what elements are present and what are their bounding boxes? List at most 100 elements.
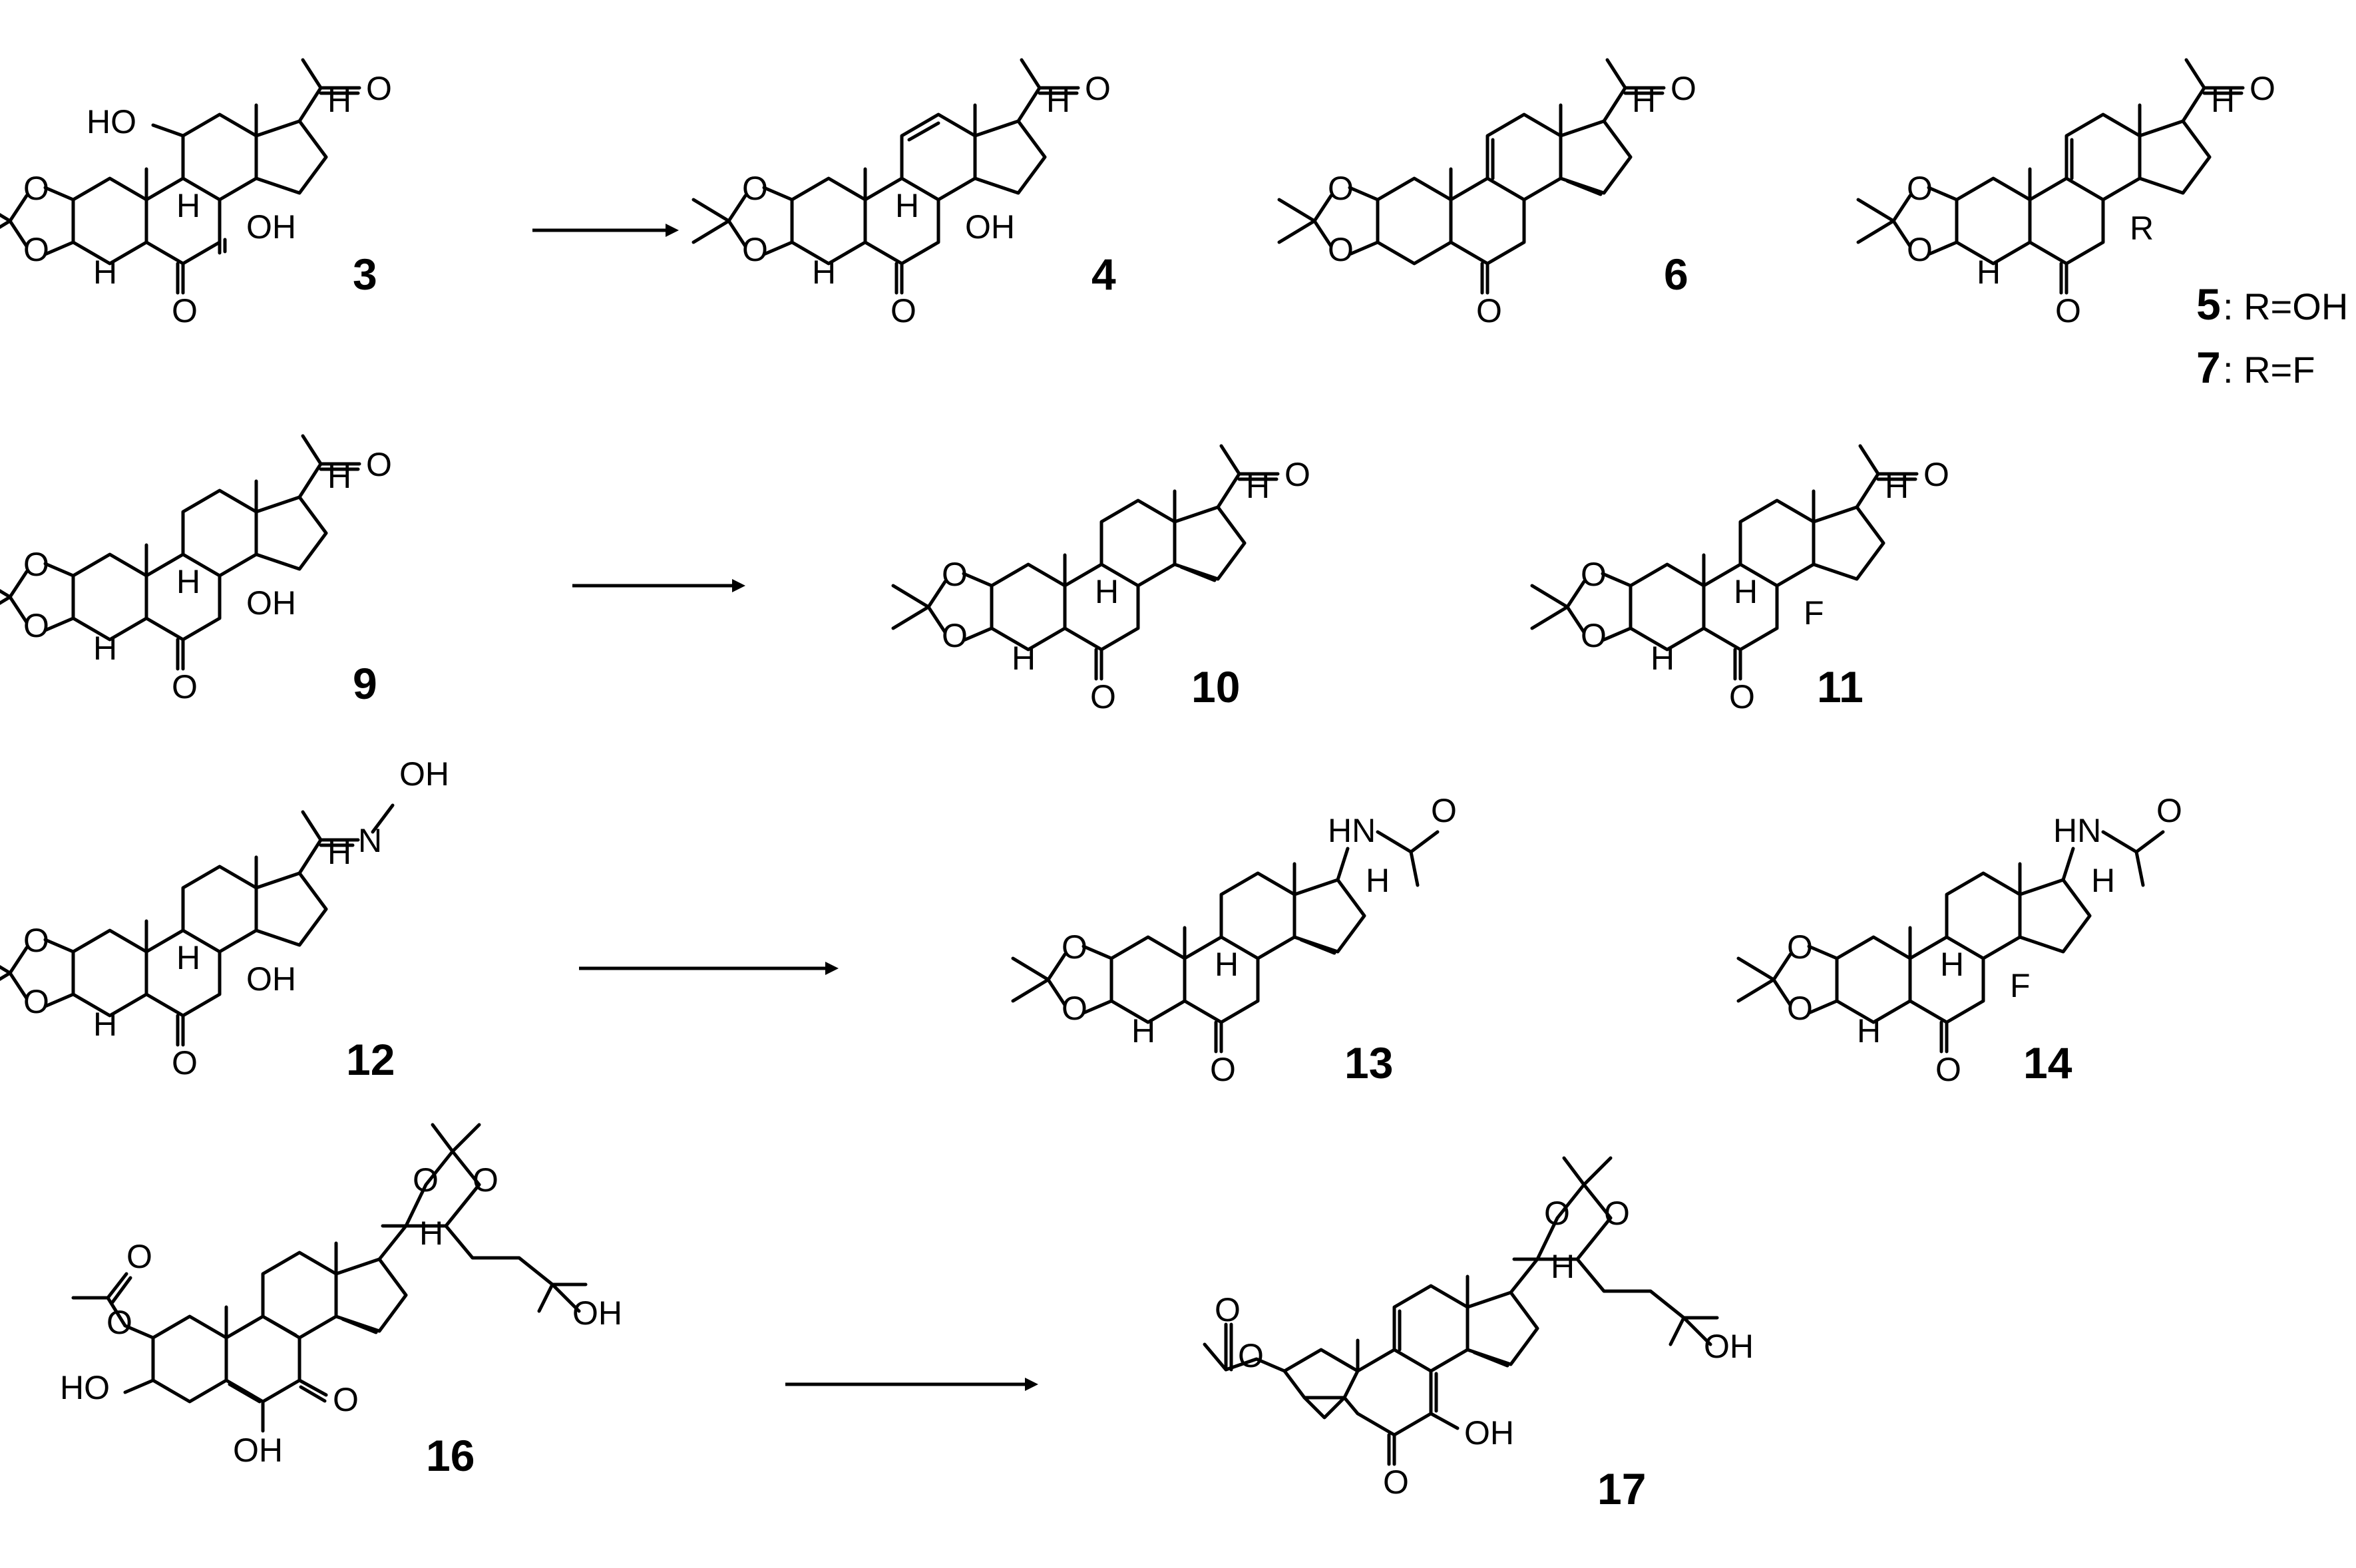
atom-H: H xyxy=(812,254,836,291)
atom-H: H xyxy=(1885,468,1909,505)
atom-H: H xyxy=(419,1215,443,1252)
atom-O: O xyxy=(1284,456,1310,493)
atom-O: O xyxy=(1090,678,1116,715)
atom-OH: OH xyxy=(246,208,296,246)
atom-O: O xyxy=(172,292,198,329)
atom-O: O xyxy=(172,1044,198,1081)
atom-H: H xyxy=(1632,82,1656,119)
atom-O: O xyxy=(1215,1291,1241,1328)
atom-O: O xyxy=(1210,1051,1236,1088)
atom-O: O xyxy=(1328,231,1354,268)
compound-10: H H H O O O O 10 xyxy=(891,444,1310,715)
atom-OH: OH xyxy=(233,1432,283,1469)
compound-label: 12 xyxy=(346,1035,395,1084)
atom-H: H xyxy=(1857,1012,1881,1050)
atom-H: H xyxy=(176,939,200,976)
atom-H: H xyxy=(1366,862,1390,899)
atom-H: H xyxy=(895,187,919,224)
compound-6: H O O O O 6 xyxy=(1277,58,1696,329)
atom-OH: OH xyxy=(572,1294,622,1332)
atom-O: O xyxy=(942,617,968,654)
atom-O: O xyxy=(942,556,968,593)
compound-9: H H OH H O O O O 9 xyxy=(0,434,392,708)
atom-O: O xyxy=(1062,928,1087,966)
atom-O: O xyxy=(1085,70,1111,107)
compound-label: 17 xyxy=(1597,1464,1646,1513)
atom-H: H xyxy=(1046,82,1070,119)
compound-14: O HN H H F H O O O 14 xyxy=(1736,792,2182,1088)
atom-HN: HN xyxy=(2053,812,2101,849)
compound-label: 4 xyxy=(1091,250,1116,299)
compound-12: OH N H H OH H O O O 12 xyxy=(0,755,449,1084)
atom-H: H xyxy=(176,563,200,600)
atom-R: R xyxy=(2130,210,2154,247)
arrow-head xyxy=(1025,1378,1038,1391)
compound-label-5: 5 xyxy=(2196,280,2221,329)
compound-label: 10 xyxy=(1191,662,1240,711)
atom-H: H xyxy=(1940,946,1964,983)
atom-O: O xyxy=(1476,292,1502,329)
compound-label: 14 xyxy=(2023,1038,2072,1087)
atom-O: O xyxy=(1581,556,1607,593)
atom-O: O xyxy=(23,922,49,959)
atom-H: H xyxy=(93,254,117,291)
atom-O: O xyxy=(742,231,768,268)
atom-O: O xyxy=(1238,1337,1264,1374)
r-oh-label: : R=OH xyxy=(2223,286,2348,327)
arrow-head xyxy=(666,224,679,237)
atom-O: O xyxy=(1328,170,1354,207)
atom-H: H xyxy=(1977,254,2001,291)
atom-O: O xyxy=(333,1381,359,1418)
atom-H: H xyxy=(327,458,351,495)
atom-O: O xyxy=(1062,990,1087,1027)
compound-label-7: 7 xyxy=(2196,343,2221,392)
atom-O: O xyxy=(1604,1195,1630,1232)
compound-label: 9 xyxy=(353,659,377,708)
arrow-head xyxy=(825,962,839,975)
atom-HN: HN xyxy=(1328,812,1376,849)
atom-O: O xyxy=(366,446,392,483)
atom-O: O xyxy=(23,170,49,207)
atom-O: O xyxy=(413,1161,439,1199)
atom-H: H xyxy=(2211,82,2235,119)
atom-H: H xyxy=(1131,1012,1155,1050)
atom-HO: HO xyxy=(60,1369,110,1406)
atom-F: F xyxy=(2010,967,2031,1004)
atom-N: N xyxy=(358,822,382,859)
compound-13: O HN H H H O O O 13 xyxy=(1011,792,1457,1088)
atom-O: O xyxy=(1670,70,1696,107)
atom-O: O xyxy=(1907,231,1933,268)
atom-O: O xyxy=(366,70,392,107)
atom-O: O xyxy=(126,1238,152,1275)
atom-O: O xyxy=(890,292,916,329)
atom-O: O xyxy=(1431,792,1457,829)
atom-O: O xyxy=(106,1304,132,1341)
atom-OH: OH xyxy=(246,960,296,998)
atom-H: H xyxy=(93,630,117,667)
atom-H: H xyxy=(327,82,351,119)
compound-11: H H F H O O O O 11 xyxy=(1530,444,1949,715)
atom-HO: HO xyxy=(87,103,136,140)
compound-5-7: H R H O O O O 5 : R=OH 7 : R=F xyxy=(1856,58,2348,392)
atom-H: H xyxy=(327,834,351,871)
compound-label: 16 xyxy=(426,1431,475,1480)
atom-O: O xyxy=(1907,170,1933,207)
atom-H: H xyxy=(1012,640,1036,677)
compound-label: 11 xyxy=(1817,662,1864,711)
r-f-label: : R=F xyxy=(2223,349,2315,391)
atom-H: H xyxy=(1215,946,1239,983)
atom-O: O xyxy=(1935,1051,1961,1088)
atom-O: O xyxy=(23,231,49,268)
atom-H: H xyxy=(1095,573,1119,610)
compound-label: 3 xyxy=(353,250,377,299)
atom-O: O xyxy=(1787,928,1813,966)
atom-O: O xyxy=(742,170,768,207)
compound-label: 13 xyxy=(1344,1038,1393,1087)
compound-label: 6 xyxy=(1664,250,1688,299)
atom-H: H xyxy=(1246,468,1270,505)
atom-O: O xyxy=(23,546,49,583)
atom-O: O xyxy=(473,1161,498,1199)
atom-O: O xyxy=(172,668,198,705)
atom-O: O xyxy=(1581,617,1607,654)
